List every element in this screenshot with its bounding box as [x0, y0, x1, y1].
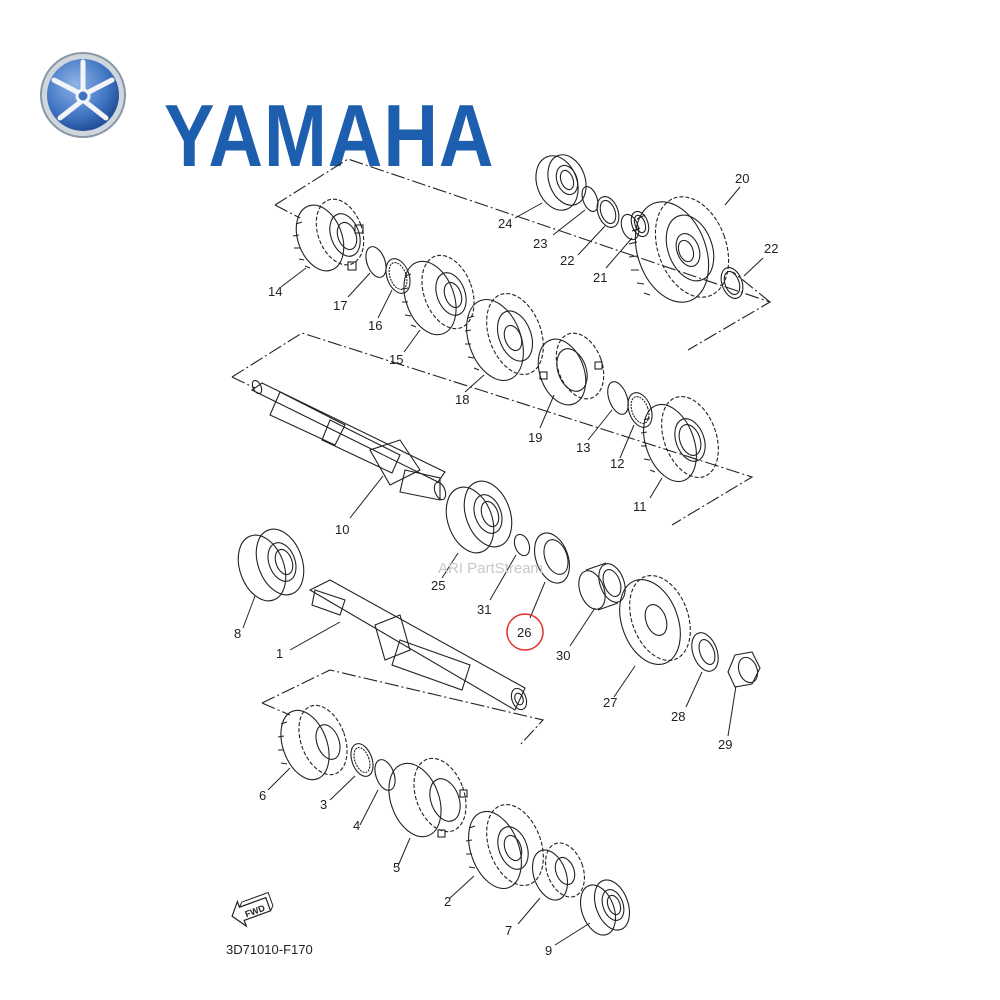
part-24-bearing	[535, 154, 587, 211]
label-11[interactable]: 11	[633, 499, 647, 514]
label-18[interactable]: 18	[455, 392, 469, 407]
label-2[interactable]: 2	[444, 894, 451, 909]
part-20-gear	[628, 196, 730, 303]
part-23-circlip	[581, 186, 599, 212]
part-26-oil-seal	[533, 532, 571, 584]
part-6-gear	[277, 704, 348, 781]
part-18-gear	[464, 292, 544, 382]
frame-upper	[274, 158, 772, 351]
label-16[interactable]: 16	[368, 318, 382, 333]
label-6[interactable]: 6	[259, 788, 266, 803]
label-28[interactable]: 28	[671, 709, 685, 724]
label-26[interactable]: 26	[517, 625, 531, 640]
label-27[interactable]: 27	[603, 695, 617, 710]
label-15[interactable]: 15	[389, 352, 403, 367]
label-25[interactable]: 25	[431, 578, 445, 593]
frame-lower	[261, 669, 545, 746]
label-24[interactable]: 24	[498, 216, 512, 231]
part-16-washer	[385, 258, 411, 294]
part-1-main-axle	[308, 579, 528, 711]
fwd-arrow-icon: FWD	[231, 891, 274, 928]
label-8[interactable]: 8	[234, 626, 241, 641]
part-11-gear	[640, 395, 719, 483]
label-21[interactable]: 21	[593, 270, 607, 285]
part-4-circlip	[374, 759, 396, 791]
tuning-fork-emblem-icon	[40, 52, 126, 138]
label-13[interactable]: 13	[576, 440, 590, 455]
part-13-circlip	[607, 381, 629, 415]
part-9-bearing	[579, 879, 631, 936]
part-30-collar	[578, 562, 626, 611]
part-17-circlip	[365, 246, 387, 278]
brand-wordmark: YAMAHA	[164, 86, 495, 185]
part-27-sprocket	[619, 575, 691, 665]
label-19[interactable]: 19	[528, 430, 542, 445]
part-8-bearing	[237, 528, 305, 602]
diagram-code: 3D71010-F170	[226, 942, 313, 957]
watermark: ARI PartStream	[438, 560, 543, 577]
yamaha-logo: YAMAHA	[38, 50, 493, 180]
part-15-gear	[401, 254, 475, 336]
part-21-collar	[620, 210, 650, 241]
label-7[interactable]: 7	[505, 923, 512, 938]
label-10[interactable]: 10	[335, 522, 349, 537]
label-14[interactable]: 14	[268, 284, 282, 299]
part-10-drive-axle	[250, 379, 447, 501]
label-3[interactable]: 3	[320, 797, 327, 812]
label-22-right[interactable]: 22	[764, 241, 778, 256]
label-29[interactable]: 29	[718, 737, 732, 752]
label-12[interactable]: 12	[610, 456, 624, 471]
label-17[interactable]: 17	[333, 298, 347, 313]
callout-labels: 24 23 22 21 20 22 14 17 16 15 18 19 13 1…	[234, 171, 778, 958]
part-2-gear	[465, 803, 544, 890]
label-5[interactable]: 5	[393, 860, 400, 875]
label-9[interactable]: 9	[545, 943, 552, 958]
leader-lines	[242, 186, 764, 946]
part-19-gear	[537, 332, 605, 406]
label-4[interactable]: 4	[353, 818, 360, 833]
label-20[interactable]: 20	[735, 171, 749, 186]
part-7-gear	[531, 842, 585, 901]
label-31[interactable]: 31	[477, 602, 491, 617]
part-29-nut	[727, 651, 761, 688]
part-28-washer	[691, 632, 719, 672]
highlight-circle-26	[506, 613, 544, 651]
frame-middle	[231, 332, 754, 526]
part-14-gear	[292, 198, 365, 272]
part-22-washer	[596, 196, 620, 228]
label-22[interactable]: 22	[560, 253, 574, 268]
part-22-washer-right	[720, 267, 744, 299]
label-30[interactable]: 30	[556, 648, 570, 663]
part-31-o-ring	[513, 533, 531, 557]
label-23[interactable]: 23	[533, 236, 547, 251]
label-1[interactable]: 1	[276, 646, 283, 661]
part-3-washer	[350, 743, 374, 777]
part-12-washer	[627, 392, 653, 428]
part-25-bearing	[445, 480, 513, 554]
part-5-gear	[388, 757, 468, 838]
